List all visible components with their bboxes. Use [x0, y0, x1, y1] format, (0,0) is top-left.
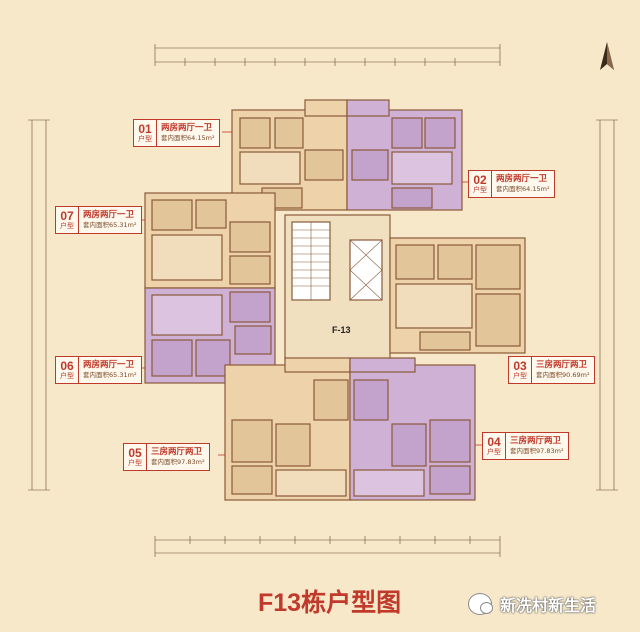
unit-04-plan: [349, 357, 476, 501]
unit-03-plan: [389, 237, 526, 354]
unit-02-plan: [346, 99, 463, 211]
dimension-ticks: [28, 44, 618, 557]
unit-07-plan: [144, 192, 276, 289]
unit-06-plan: [144, 287, 276, 384]
unit-type: 三房两厅两卫: [151, 447, 203, 457]
unit-label: 户型: [473, 186, 487, 194]
stairs: [292, 222, 383, 301]
watermark: 新冼村新生活: [468, 592, 596, 616]
dimension-lines: [31, 47, 615, 554]
unit-number: 02: [473, 173, 487, 187]
unit-label: 户型: [60, 222, 74, 230]
watermark-text: 新冼村新生活: [500, 596, 597, 615]
unit-label: 户型: [128, 459, 142, 467]
north-arrow-icon: [600, 42, 614, 70]
wechat-logo-icon: [468, 593, 493, 615]
unit-type: 三房两厅两卫: [510, 436, 562, 446]
unit-label: 户型: [513, 372, 527, 380]
unit-area: 套内面积97.83m²: [510, 447, 564, 455]
unit-type: 两房两厅一卫: [83, 360, 135, 370]
unit-area: 套内面积90.69m²: [536, 371, 590, 379]
unit-area: 套内面积64.15m²: [161, 134, 215, 142]
unit-label: 户型: [60, 372, 74, 380]
unit-area: 套内面积65.31m²: [83, 371, 137, 379]
unit-area: 套内面积97.83m²: [151, 458, 205, 466]
page-title: F13栋户型图: [258, 589, 402, 617]
unit-type: 两房两厅一卫: [83, 210, 135, 220]
unit-label: 户型: [487, 448, 501, 456]
unit-area: 套内面积64.15m²: [496, 185, 550, 193]
unit-area: 套内面积65.31m²: [83, 221, 137, 229]
unit-number: 01: [138, 122, 152, 136]
unit-number: 07: [60, 209, 74, 223]
unit-05-plan: [224, 357, 351, 501]
unit-type: 三房两厅两卫: [536, 360, 588, 370]
core-label: F-13: [332, 325, 351, 335]
unit-type: 两房两厅一卫: [161, 123, 213, 133]
unit-type: 两房两厅一卫: [496, 174, 548, 184]
unit-label: 户型: [138, 135, 152, 143]
unit-number: 05: [128, 446, 142, 460]
unit-number: 04: [487, 435, 501, 449]
core-plan: [284, 214, 391, 361]
unit-number: 03: [513, 359, 527, 373]
unit-number: 06: [60, 359, 74, 373]
